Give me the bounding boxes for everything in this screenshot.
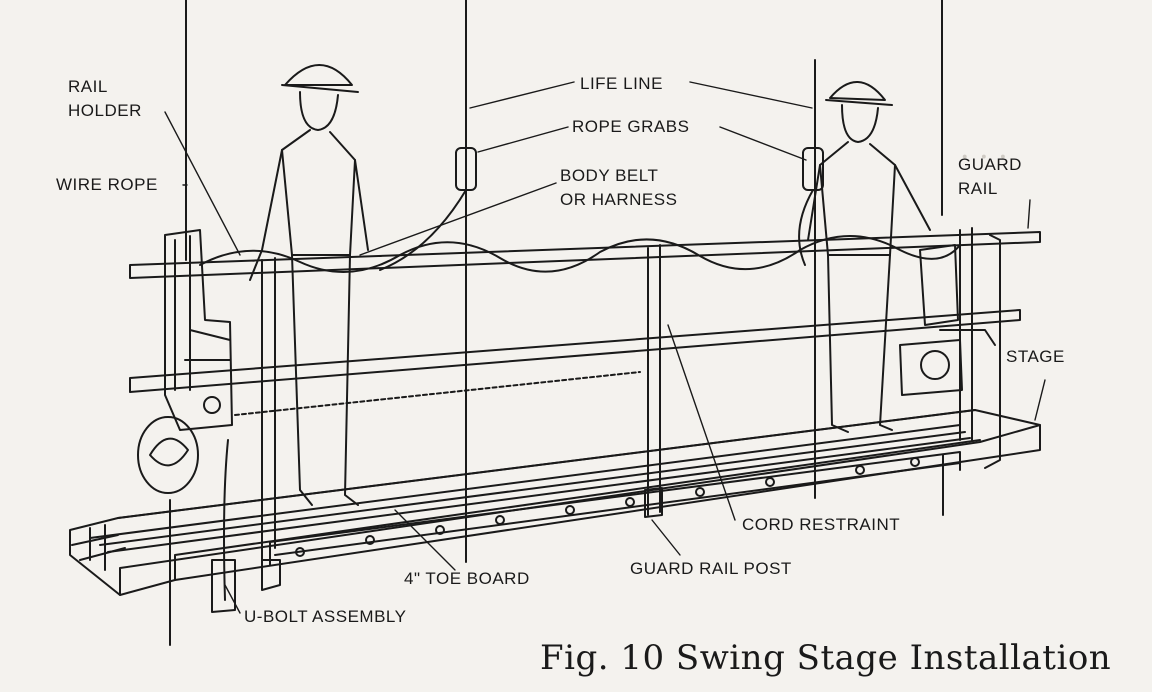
label-u-bolt-assembly: U-BOLT ASSEMBLY [244,607,407,626]
label-rail-holder-line1: RAIL [68,77,108,96]
leader-lines [164,81,1046,614]
stage-platform [69,409,1041,596]
label-body-belt-line1: BODY BELT [560,166,659,185]
label-toe-board: 4" TOE BOARD [404,569,530,588]
worker-left [249,64,369,506]
label-guard-rail-post: GUARD RAIL POST [630,559,792,578]
label-stage: STAGE [1006,347,1065,366]
life-line-cables [465,0,816,563]
guard-rails [129,227,1041,591]
label-life-line: LIFE LINE [580,74,663,93]
label-guard-rail-line2: RAIL [958,179,998,198]
label-rope-grabs: ROPE GRABS [572,117,690,136]
label-wire-rope: WIRE ROPE [56,175,158,194]
worker-right [807,81,931,433]
label-cord-restraint: CORD RESTRAINT [742,515,901,534]
right-hoist-motor [899,244,996,396]
left-hoist-motor [137,229,236,613]
bleed-through-text: · · · [960,140,1008,175]
label-guard-rail-line1: GUARD [958,155,1022,174]
wire-rope-cables [169,0,944,646]
label-rail-holder-line2: HOLDER [68,101,142,120]
cord-restraint-cord [199,235,961,273]
figure-caption: Fig. 10 Swing Stage Installation [540,638,1112,678]
label-body-belt-line2: OR HARNESS [560,190,678,209]
rope-grab-devices [379,147,824,271]
